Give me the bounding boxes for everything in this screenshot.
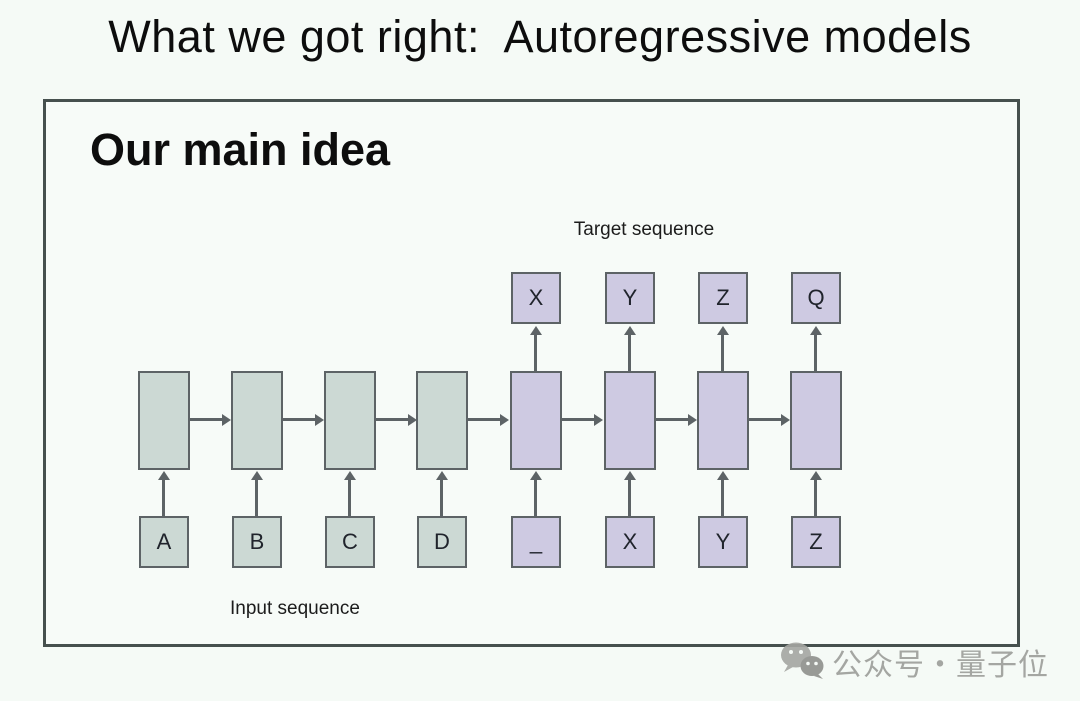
input-token-label: B bbox=[249, 529, 265, 554]
input-token-box: X bbox=[605, 516, 655, 568]
encoder-cell bbox=[231, 371, 283, 470]
input-token-box: D bbox=[417, 516, 467, 568]
output-token-box: Z bbox=[698, 272, 748, 324]
arrow-up-icon bbox=[623, 471, 636, 516]
input-token-label: A bbox=[156, 529, 172, 554]
arrow-up-icon bbox=[716, 326, 729, 371]
arrow-up-icon bbox=[343, 471, 356, 516]
arrow-up-icon bbox=[157, 471, 170, 516]
decoder-column-3: Z Y bbox=[697, 102, 790, 644]
input-token-label: D bbox=[434, 529, 450, 554]
arrow-up-icon bbox=[716, 471, 729, 516]
input-token-box: C bbox=[325, 516, 375, 568]
input-token-label: _ bbox=[529, 529, 543, 554]
arrow-right-icon bbox=[749, 413, 790, 426]
arrow-up-icon bbox=[250, 471, 263, 516]
input-token-label: Z bbox=[809, 529, 823, 554]
input-token-label: Y bbox=[715, 529, 731, 554]
arrow-right-icon bbox=[562, 413, 603, 426]
encoder-cell bbox=[324, 371, 376, 470]
output-token-label: X bbox=[528, 285, 544, 310]
arrow-up-icon bbox=[529, 326, 542, 371]
output-token-label: Y bbox=[622, 285, 638, 310]
arrow-right-icon bbox=[283, 413, 324, 426]
encoder-cell bbox=[138, 371, 190, 470]
arrow-up-icon bbox=[529, 471, 542, 516]
arrow-right-icon bbox=[468, 413, 509, 426]
target-sequence-label: Target sequence bbox=[573, 219, 715, 240]
arrow-right-icon bbox=[190, 413, 231, 426]
decoder-cell bbox=[697, 371, 749, 470]
input-token-box: Z bbox=[791, 516, 841, 568]
decoder-cell bbox=[510, 371, 562, 470]
arrow-right-icon bbox=[376, 413, 417, 426]
arrow-up-icon bbox=[809, 471, 822, 516]
output-token-label: Z bbox=[716, 285, 730, 310]
encoder-column-3: C bbox=[324, 102, 417, 644]
encoder-cell bbox=[416, 371, 468, 470]
decoder-column-4: Q Z bbox=[790, 102, 842, 644]
watermark-text: 公众号・量子位 bbox=[832, 649, 1049, 682]
input-token-box: _ bbox=[511, 516, 561, 568]
output-token-label: Q bbox=[807, 285, 825, 310]
arrow-up-icon bbox=[435, 471, 448, 516]
decoder-column-2: Y X bbox=[604, 102, 697, 644]
main-idea-panel: Our main idea Target sequence Input sequ… bbox=[43, 99, 1020, 647]
arrow-right-icon bbox=[656, 413, 697, 426]
wechat-icon bbox=[779, 641, 825, 684]
decoder-cell bbox=[790, 371, 842, 470]
input-token-box: A bbox=[139, 516, 189, 568]
input-sequence-label: Input sequence bbox=[230, 598, 360, 619]
encoder-column-4: D bbox=[416, 102, 509, 644]
decoder-cell bbox=[604, 371, 656, 470]
decoder-column-1: X _ bbox=[510, 102, 603, 644]
input-token-box: Y bbox=[698, 516, 748, 568]
input-token-label: C bbox=[342, 529, 358, 554]
arrow-up-icon bbox=[623, 326, 636, 371]
watermark: 公众号・量子位 bbox=[779, 640, 1049, 684]
output-token-box: Q bbox=[791, 272, 841, 324]
encoder-column-1: A bbox=[138, 102, 231, 644]
input-token-box: B bbox=[232, 516, 282, 568]
arrow-up-icon bbox=[809, 326, 822, 371]
panel-heading: Our main idea bbox=[90, 124, 391, 175]
encoder-column-2: B bbox=[231, 102, 324, 644]
slide-title: What we got right: Autoregressive models bbox=[108, 11, 972, 62]
input-token-label: X bbox=[622, 529, 638, 554]
output-token-box: Y bbox=[605, 272, 655, 324]
output-token-box: X bbox=[511, 272, 561, 324]
